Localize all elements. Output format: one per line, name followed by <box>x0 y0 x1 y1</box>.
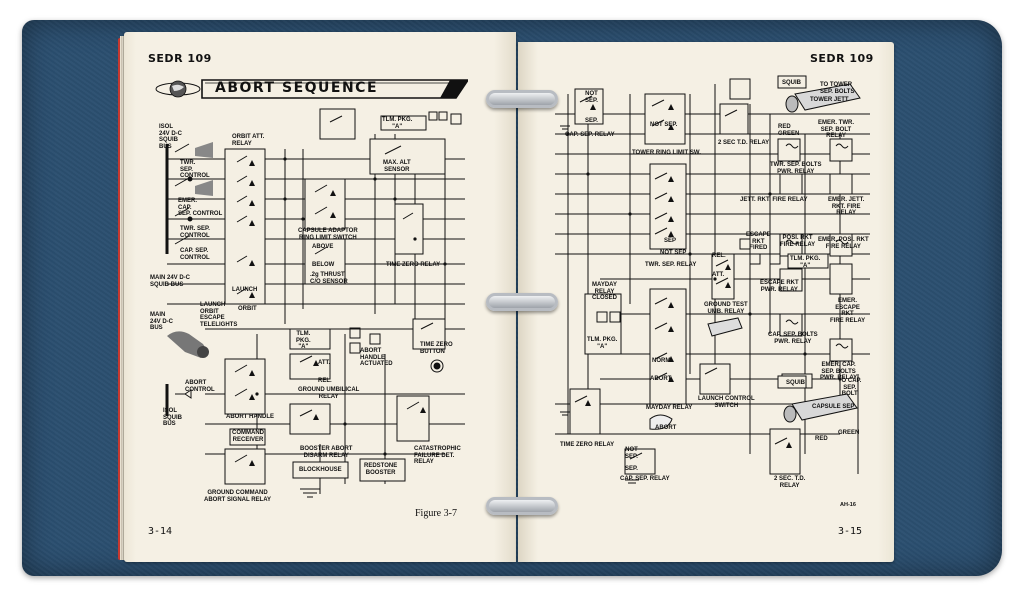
rlabel-tlm-pkg-a-2: TLM. PKG. "A" <box>587 337 618 350</box>
label-above: ABOVE <box>312 244 334 250</box>
label-ground-command-relay: GROUND COMMAND ABORT SIGNAL RELAY <box>204 490 272 503</box>
rlabel-2-sec-td-relay: 2 SEC T.D. RELAY <box>718 140 770 146</box>
rlabel-not-sep-4: NOT SEP. <box>625 447 638 460</box>
right-page-header: SEDR 109 <box>810 52 874 65</box>
title-banner <box>155 79 468 99</box>
label-rel: REL. <box>318 378 332 384</box>
rlabel-emer-twr-sep-bolt: EMER. TWR. SEP. BOLT RELAY <box>818 120 854 139</box>
rlabel-launch-control-switch: LAUNCH CONTROL SWITCH <box>698 396 755 409</box>
label-booster-abort-disarm: BOOSTER ABORT DISARM RELAY <box>300 446 353 459</box>
rlabel-sep: SEP <box>664 238 677 244</box>
left-page-header: SEDR 109 <box>148 52 212 65</box>
right-schematic <box>555 75 870 484</box>
left-page-number: 3-14 <box>148 526 173 537</box>
rlabel-att: ATT. <box>712 272 725 278</box>
rlabel-emer-escape-rkt: EMER. ESCAPE RKT FIRE RELAY <box>830 298 866 324</box>
rlabel-green-2: GREEN <box>838 430 860 436</box>
figure-caption: Figure 3-7 <box>415 508 457 519</box>
rlabel-sep: SEP. <box>585 118 598 124</box>
binder-ring-middle <box>486 293 558 311</box>
label-launch: LAUNCH <box>232 287 258 293</box>
label-att: ATT. <box>318 360 331 366</box>
label-thrust-sensor: .2g THRUST C/O SENSOR <box>310 272 348 285</box>
rlabel-tlm-pkg-a: TLM. PKG. "A" <box>790 256 821 269</box>
rlabel-tower-ring-limit: TOWER RING LIMIT SW. <box>632 150 701 156</box>
binder-ring-bottom <box>486 497 558 515</box>
label-emer-cap-sep-control: EMER. CAP. SEP. CONTROL <box>178 198 223 217</box>
label-orbit: ORBIT <box>238 306 257 312</box>
rlabel-sep-4: SEP. <box>625 466 638 472</box>
binder-ring-top <box>486 90 558 108</box>
label-launch-orbit-escape: LAUNCH ORBIT ESCAPE TELELIGHTS <box>200 302 238 328</box>
label-ground-umbilical-relay: GROUND UMBILICAL RELAY <box>298 387 360 400</box>
label-cap-sep-control: CAP. SEP. CONTROL <box>180 248 210 261</box>
rlabel-abort: ABORT <box>650 376 672 382</box>
label-time-zero-button: TIME ZERO BUTTON <box>420 342 453 355</box>
rlabel-not-sep-2: NOT SEP. <box>650 122 678 128</box>
rlabel-not-sep-3: NOT SEP <box>660 250 687 256</box>
label-catastrophic-failure: CATASTROPHIC FAILURE DET. RELAY <box>414 446 461 465</box>
label-tlm-pkg-a: TLM. PKG. "A" <box>382 117 413 130</box>
label-time-zero-relay: TIME ZERO RELAY <box>386 262 441 268</box>
label-isol-squib-bus-2: ISOL SQUIB BUS <box>163 408 183 427</box>
rlabel-escape-rkt-pwr: ESCAPE RKT PWR. RELAY <box>760 280 799 293</box>
rlabel-mayday-relay: MAYDAY RELAY <box>646 405 693 411</box>
rlabel-norm: NORM. <box>652 358 672 364</box>
label-command-receiver: COMMAND RECEIVER <box>232 430 264 443</box>
rlabel-twr-sep-bolts-pwr: TWR. SEP. BOLTS PWR. RELAY <box>770 162 822 175</box>
right-page-number: 3-15 <box>838 526 863 537</box>
rlabel-emer-cap-sep-bolts: EMER. CAP. SEP. BOLTS PWR. RELAY <box>820 362 858 381</box>
label-main-squib-bus: MAIN 24V D-C SQUIB BUS <box>150 275 191 288</box>
rlabel-to-cap-sep-bolt: TO CAP. SEP. BOLT <box>838 378 862 397</box>
rlabel-2-sec-td-relay-2: 2 SEC. T.D. RELAY <box>774 476 806 489</box>
label-isol-squib-bus: ISOL 24V D-C SQUIB BUS <box>159 124 183 150</box>
rlabel-emer-posi-rkt-fire: EMER. POSI. RKT FIRE RELAY <box>818 237 869 250</box>
label-tlm-pkg-a-2: TLM. PKG. "A" <box>296 331 311 350</box>
page-title: ABORT SEQUENCE <box>215 80 379 96</box>
rlabel-cap-sep-relay: CAP. SEP. RELAY <box>565 132 615 138</box>
rlabel-capsule-sep: CAPSULE SEP <box>812 404 855 410</box>
rlabel-escape-rkt-fired: ESCAPE RKT FIRED <box>746 232 771 251</box>
label-abort-handle-actuated: ABORT HANDLE ACTUATED <box>360 348 393 367</box>
rlabel-jett-rkt-fire: JETT. RKT. FIRE RELAY <box>740 197 808 203</box>
label-twr-sep-control: TWR. SEP. CONTROL <box>180 160 210 179</box>
rlabel-tower-jett: TOWER JETT <box>810 97 849 103</box>
rlabel-twr-sep-relay: TWR. SEP. RELAY <box>645 262 697 268</box>
label-capsule-adaptor-switch: CAPSULE ADAPTOR RING LIMIT SWITCH <box>298 228 358 241</box>
rlabel-abort-2: ABORT <box>655 425 677 431</box>
rlabel-not-sep: NOT SEP. <box>585 91 598 104</box>
rlabel-cap-sep-relay-2: CAP. SEP. RELAY <box>620 476 670 482</box>
rlabel-red: RED <box>778 124 791 130</box>
right-page <box>518 42 894 562</box>
label-below: BELOW <box>312 262 335 268</box>
label-main-bus: MAIN 24V D-C BUS <box>150 312 174 331</box>
rlabel-rel: REL. <box>712 253 726 259</box>
label-blockhouse: BLOCKHOUSE <box>299 467 342 473</box>
label-redstone-booster: REDSTONE BOOSTER <box>364 463 398 476</box>
page-code: AH-16 <box>840 502 856 508</box>
rlabel-red-2: RED <box>815 436 828 442</box>
rlabel-mayday-relay-closed: MAYDAY RELAY CLOSED <box>592 282 618 301</box>
rlabel-ground-test-umb: GROUND TEST UMB. RELAY <box>704 302 748 315</box>
rlabel-to-tower-sep-bolts: TO TOWER SEP. BOLTS <box>820 82 855 95</box>
rlabel-posi-rkt-fire: POSI. RKT FIRE RELAY <box>780 235 816 248</box>
rlabel-squib-2: SQUIB <box>786 380 806 386</box>
rlabel-time-zero-relay: TIME ZERO RELAY <box>560 442 615 448</box>
rlabel-emer-jett-rkt-fire: EMER. JETT. RKT. FIRE RELAY <box>828 197 865 216</box>
label-twr-sep-control-2: TWR. SEP. CONTROL <box>180 226 210 239</box>
label-abort-control: ABORT CONTROL <box>185 380 215 393</box>
rlabel-squib: SQUIB <box>782 80 802 86</box>
rlabel-green: GREEN <box>778 131 800 137</box>
left-schematic <box>165 108 465 498</box>
label-abort-handle: ABORT HANDLE <box>226 414 274 420</box>
label-orbit-att-relay: ORBIT ATT. RELAY <box>232 134 265 147</box>
label-max-alt-sensor: MAX. ALT SENSOR <box>383 160 411 173</box>
rlabel-cap-sep-bolts-pwr: CAP. SEP. BOLTS PWR. RELAY <box>768 332 818 345</box>
